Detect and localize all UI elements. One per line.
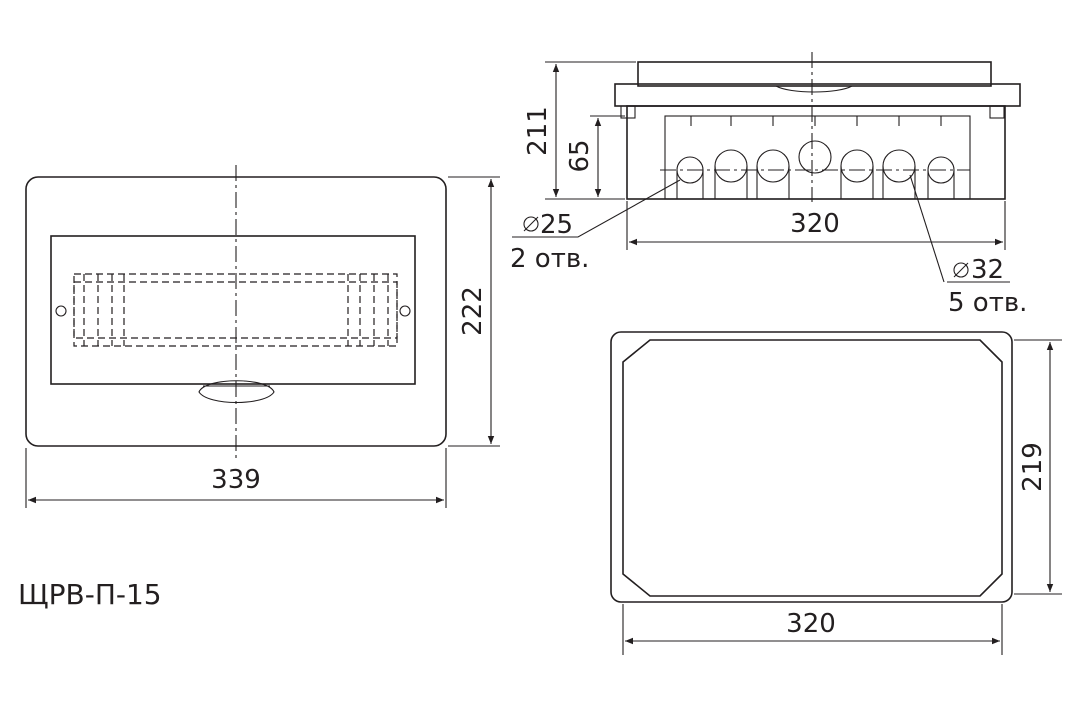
top-height-dim: 219 — [1018, 442, 1048, 492]
small-hole-count: 2 отв. — [510, 244, 589, 274]
side-view — [512, 52, 1021, 283]
side-width-dim: 320 — [790, 209, 840, 239]
cable-entry-holes — [676, 140, 955, 199]
large-hole-count: 5 отв. — [948, 288, 1027, 318]
front-view — [25, 165, 500, 508]
model-label: ЩРВ-П-15 — [18, 578, 162, 611]
top-width-dim: 320 — [786, 609, 836, 639]
top-view — [610, 331, 1062, 655]
front-height-dim: 222 — [458, 286, 488, 336]
front-width-dim: 339 — [211, 465, 261, 495]
small-hole-diameter: 25 — [540, 210, 573, 240]
large-hole-callout — [953, 262, 969, 278]
small-hole-callout — [523, 216, 539, 232]
large-hole-diameter: 32 — [971, 255, 1004, 285]
side-base-height-dim: 65 — [565, 139, 595, 172]
side-total-height-dim: 211 — [523, 106, 553, 156]
